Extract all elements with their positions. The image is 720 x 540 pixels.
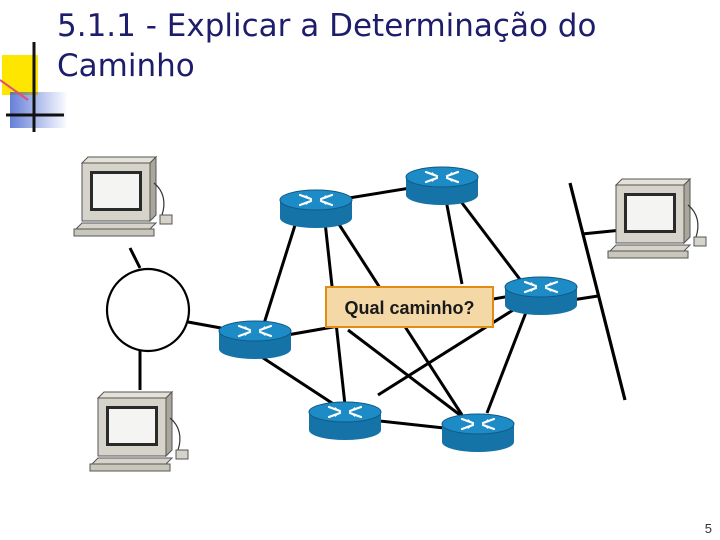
link: [444, 199, 464, 285]
link: [347, 328, 465, 420]
accent-stroke: [0, 79, 29, 101]
title-accent-graphic: [0, 42, 68, 132]
link: [253, 350, 336, 407]
router-icon: [440, 412, 516, 454]
router-icon: [217, 319, 293, 361]
computer-icon: [607, 178, 707, 259]
slide-title-line2: Caminho: [57, 48, 195, 84]
hub-circle-icon: [105, 267, 191, 353]
slide-number: 5: [704, 521, 712, 536]
link: [187, 320, 222, 330]
question-label-box: Qual caminho?: [325, 286, 494, 328]
link: [377, 298, 530, 397]
computer-icon: [89, 391, 189, 472]
question-label: Qual caminho?: [344, 298, 474, 318]
title-accent-decoration: [0, 0, 70, 135]
slide-title-line1: 5.1.1 - Explicar a Determinação do: [57, 8, 597, 44]
router-icon: [404, 165, 480, 207]
router-icon: [503, 275, 579, 317]
link: [581, 228, 623, 236]
yellow-accent-square: [2, 55, 38, 95]
link: [260, 221, 298, 331]
link: [454, 194, 530, 291]
ethernet-segment-icon: [568, 182, 627, 401]
slide-title: 5.1.1 - Explicar a Determinação do Camin…: [57, 6, 697, 86]
blue-accent-bar: [10, 92, 68, 128]
router-icon: [307, 400, 383, 442]
router-icon: [278, 188, 354, 230]
computer-icon: [73, 156, 173, 237]
link: [485, 301, 532, 414]
link: [128, 247, 142, 269]
link: [370, 418, 445, 430]
